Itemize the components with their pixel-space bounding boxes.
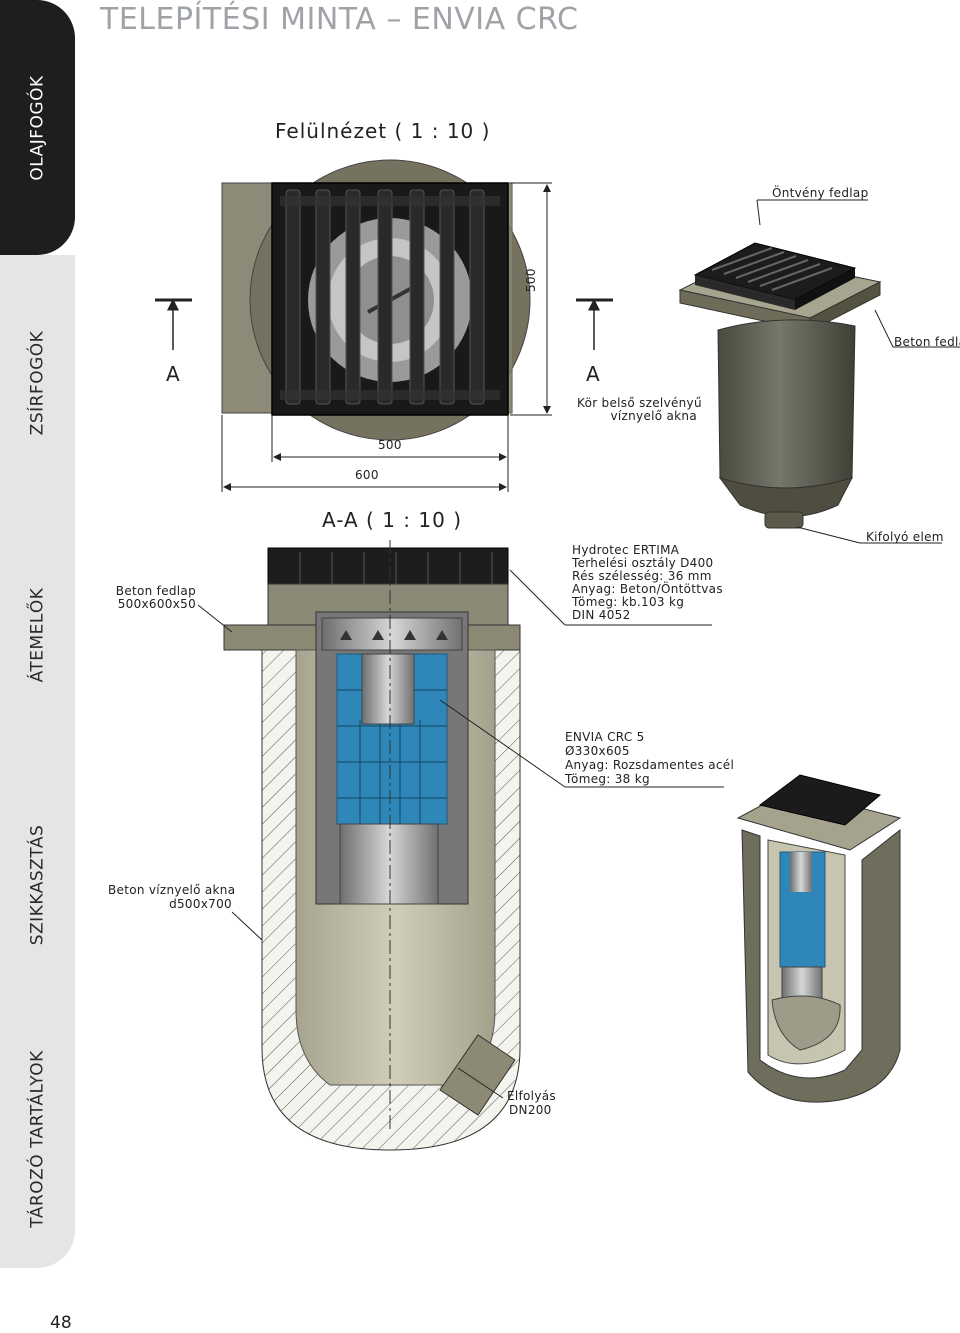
label-insert-line4: Tömeg: 38 kg xyxy=(565,772,650,786)
top-view-heading: Felülnézet ( 1 : 10 ) xyxy=(275,119,491,143)
dim-width-outer: 600 xyxy=(355,468,379,482)
sidebar: OLAJFOGÓK ZSÍRFOGÓK ÁTEMELŐK SZIKKASZTÁS… xyxy=(0,0,75,1268)
label-grate-line4: Anyag: Beton/Öntöttvas xyxy=(572,582,723,596)
label-concrete-cover-line2: 500x600x50 xyxy=(117,597,196,611)
sidebar-tab-szikkasztas[interactable]: SZIKKASZTÁS xyxy=(0,760,75,1010)
sidebar-tab-tarozo-tartalyok[interactable]: TÁROZÓ TARTÁLYOK xyxy=(0,1010,75,1268)
label-shaft-section-line2: d500x700 xyxy=(169,897,232,911)
iso-view-drawing xyxy=(678,199,960,544)
label-shaft-line1: Kör belső szelvényű xyxy=(577,396,702,410)
label-grate-line2: Terhelési osztály D400 xyxy=(572,556,714,570)
label-shaft-line2: víznyelő akna xyxy=(610,409,697,423)
page-title: TELEPÍTÉSI MINTA – ENVIA CRC xyxy=(100,2,579,37)
label-outflow-line1: Elfolyás xyxy=(507,1089,556,1103)
label-insert-line1: ENVIA CRC 5 xyxy=(565,730,645,744)
label-grate-line5: Tömeg: kb.103 kg xyxy=(572,595,685,609)
top-view-drawing xyxy=(155,159,613,492)
sidebar-tab-zsirfogok[interactable]: ZSÍRFOGÓK xyxy=(0,255,75,510)
sidebar-tab-olajfogok[interactable]: OLAJFOGÓK xyxy=(0,0,75,255)
label-concrete-cover-line1: Beton fedlap xyxy=(115,584,196,598)
label-shaft-section-line1: Beton víznyelő akna xyxy=(108,883,236,897)
label-cast-cover: Öntvény fedlap xyxy=(772,186,869,200)
label-outflow-line2: DN200 xyxy=(509,1103,552,1117)
label-grate-line6: DIN 4052 xyxy=(572,608,631,622)
dim-height: 500 xyxy=(524,268,538,292)
label-grate-line3: Rés szélesség: 36 mm xyxy=(572,569,712,583)
section-view-drawing xyxy=(197,540,724,1151)
section-marker-left: A xyxy=(166,362,180,386)
label-grate-line1: Hydrotec ERTIMA xyxy=(572,543,680,557)
sidebar-tab-atemelok[interactable]: ÁTEMELŐK xyxy=(0,510,75,760)
iso-cutaway-drawing xyxy=(736,774,902,1103)
page-number: 48 xyxy=(50,1313,72,1333)
label-concrete-cover-iso: Beton fedla xyxy=(894,335,960,349)
section-view-heading: A-A ( 1 : 10 ) xyxy=(322,508,463,532)
section-marker-right: A xyxy=(586,362,600,386)
label-outlet: Kifolyó elem xyxy=(866,530,944,544)
label-insert-line2: Ø330x605 xyxy=(565,744,630,758)
dim-width-inner: 500 xyxy=(378,438,402,452)
label-insert-line3: Anyag: Rozsdamentes acél xyxy=(565,758,735,772)
